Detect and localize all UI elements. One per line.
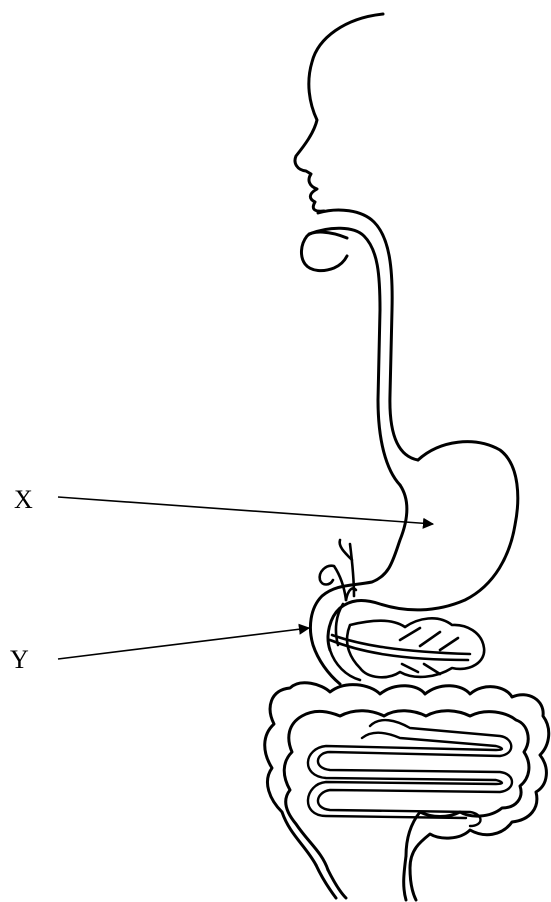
- stomach: [310, 442, 517, 684]
- label-y: Y: [10, 647, 29, 673]
- head-profile: [295, 14, 383, 271]
- label-x: X: [14, 487, 33, 513]
- small-intestine: [308, 720, 512, 826]
- arrow-y: [58, 628, 309, 659]
- gallbladder: [320, 540, 356, 600]
- esophagus: [309, 210, 418, 485]
- duodenum-and-pancreas: [330, 604, 484, 680]
- arrow-x: [58, 497, 433, 524]
